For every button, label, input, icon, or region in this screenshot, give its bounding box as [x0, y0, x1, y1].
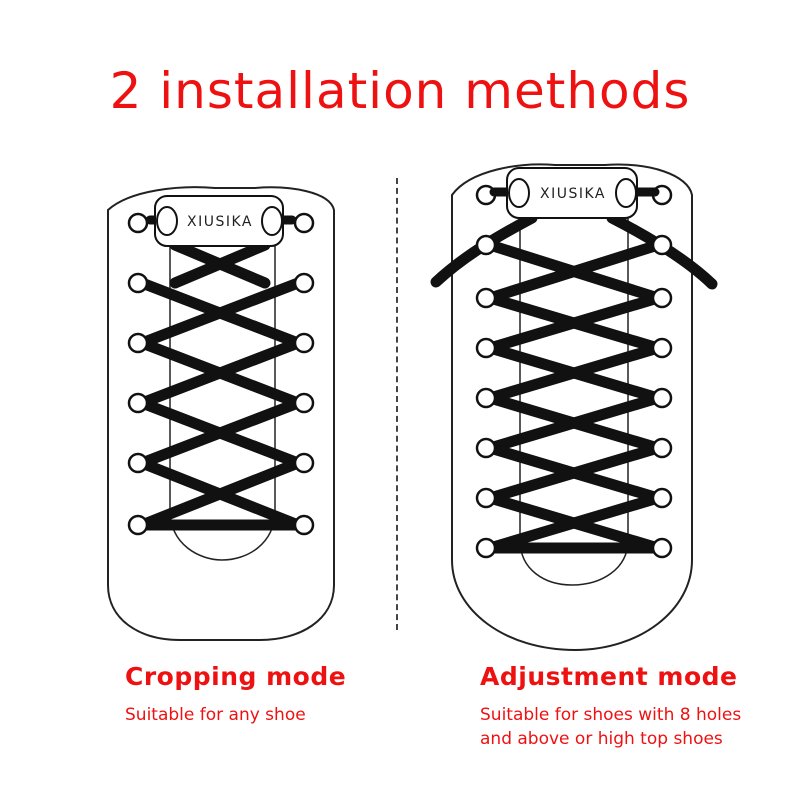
adjustment-mode-description: Suitable for shoes with 8 holes and abov… [480, 703, 741, 751]
cropping-mode-title: Cropping mode [125, 662, 347, 691]
left-brand-label: XIUSIKA [187, 214, 253, 230]
cropping-mode-caption: Cropping mode Suitable for any shoe [125, 662, 346, 727]
adjustment-mode-caption: Adjustment mode Suitable for shoes with … [480, 662, 741, 751]
page-title: 2 installation methods [109, 62, 691, 120]
left-xiusika-tag: XIUSIKA [145, 195, 297, 247]
right-xiusika-tag: XIUSIKA [489, 167, 660, 219]
adjustment-mode-description-line: Suitable for shoes with 8 holes [480, 705, 742, 725]
cropping-mode-description-line: Suitable for any shoe [125, 705, 306, 725]
dashed-divider [396, 178, 398, 630]
adjustment-mode-title: Adjustment mode [480, 662, 738, 691]
adjustment-mode-description-line: and above or high top shoes [480, 729, 723, 749]
right-shoe-tongue-icon [519, 215, 629, 586]
left-shoe-illustration: XIUSIKA [107, 186, 335, 641]
left-shoe-tongue-icon [169, 230, 276, 561]
right-brand-label: XIUSIKA [540, 186, 606, 202]
right-shoe-illustration: XIUSIKA [430, 163, 718, 652]
right-eyelets [475, 184, 673, 559]
cropping-mode-description: Suitable for any shoe [125, 703, 346, 727]
left-shoe-outline-icon [107, 186, 335, 641]
